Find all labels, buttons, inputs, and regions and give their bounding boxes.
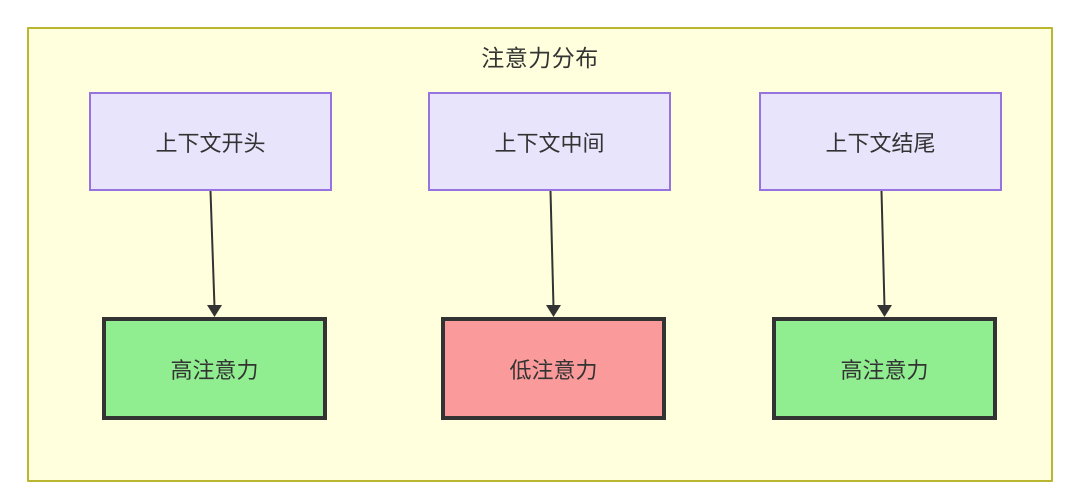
node-high-attention-end[interactable]: 高注意力 xyxy=(772,317,997,420)
node-label: 高注意力 xyxy=(170,357,259,383)
node-label: 高注意力 xyxy=(840,357,929,383)
node-label: 上下文结尾 xyxy=(825,130,936,156)
node-context-middle[interactable]: 上下文中间 xyxy=(428,92,671,191)
node-label: 上下文开头 xyxy=(155,130,266,156)
node-high-attention-start[interactable]: 高注意力 xyxy=(102,317,327,420)
node-label: 低注意力 xyxy=(509,357,598,383)
node-context-start[interactable]: 上下文开头 xyxy=(89,92,332,191)
subgraph-title: 注意力分布 xyxy=(481,45,599,71)
node-context-end[interactable]: 上下文结尾 xyxy=(759,92,1002,191)
node-label: 上下文中间 xyxy=(494,130,605,156)
node-low-attention-middle[interactable]: 低注意力 xyxy=(441,317,666,420)
